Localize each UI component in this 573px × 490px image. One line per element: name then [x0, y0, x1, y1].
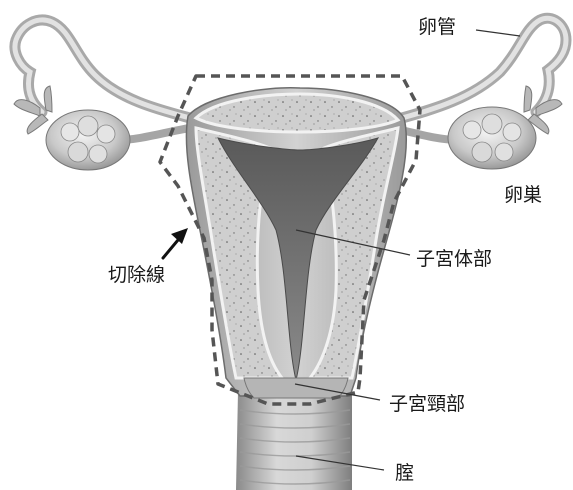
label-cervix: 子宮頸部 [389, 395, 465, 414]
label-resection-line: 切除線 [108, 266, 165, 285]
vagina [236, 392, 352, 490]
uterus [186, 88, 406, 398]
resection-arrow [163, 228, 188, 258]
label-ovary: 卵巣 [504, 186, 542, 205]
cervix [244, 378, 348, 398]
label-uterine-body: 子宮体部 [416, 250, 492, 269]
label-fallopian-tube: 卵管 [418, 18, 456, 37]
left-ovary [46, 110, 130, 170]
right-ovary [448, 107, 536, 169]
left-fallopian-tube [15, 20, 190, 118]
leader-line-fallopian-tube [476, 30, 520, 36]
label-vagina: 腟 [395, 464, 414, 483]
